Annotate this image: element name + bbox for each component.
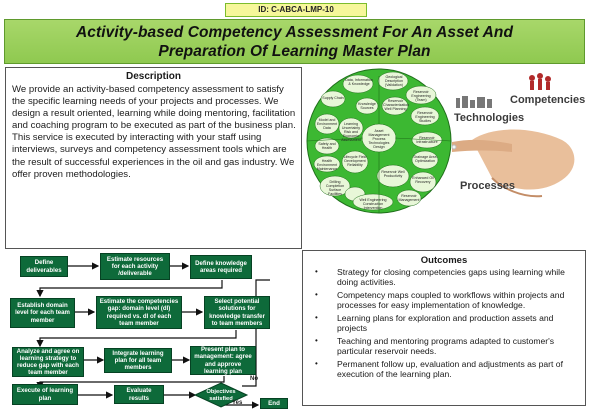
mind-map-node: Reservoir Infrastructure xyxy=(416,136,438,145)
bullet-icon: • xyxy=(315,267,318,276)
processes-keyword: Processes xyxy=(460,180,516,192)
outcomes-heading: Outcomes xyxy=(420,255,468,266)
mind-map-node: Asset Management Process Technologies De… xyxy=(368,129,390,150)
mind-map-node: Knowledge Sources xyxy=(358,102,376,111)
competencies-keyword: Competencies xyxy=(510,94,586,106)
outcome-item: • Permanent follow up, evaluation and adj… xyxy=(311,359,581,380)
outcome-item: • Teaching and mentoring programs adapted… xyxy=(311,336,581,357)
step-estimate-gaps: Estimate the competencies gap: domain le… xyxy=(96,296,182,329)
title-line-2: Preparation Of Learning Master Plan xyxy=(158,43,431,60)
step-present-plan: Present plan to management: agree and ap… xyxy=(190,346,256,375)
step-analyze-agree: Analyze and agree on learning strategy t… xyxy=(12,347,84,377)
step-evaluate-results: Evaluate results xyxy=(114,385,164,404)
outcome-item: • Competency maps coupled to workflows wi… xyxy=(311,290,581,311)
decision-yes-label: Yes xyxy=(232,400,243,406)
description-panel: Description We provide an activity-based… xyxy=(5,67,302,249)
mind-map-node: Geological Description (Validation) xyxy=(385,75,403,88)
description-heading: Description xyxy=(125,71,181,82)
mind-map-graphic xyxy=(306,68,452,214)
mind-map-node: Data, Information & Knowledge xyxy=(345,78,373,87)
mind-map-node: Reservoir Management xyxy=(398,194,420,203)
outcome-text: Competency maps coupled to workflows wit… xyxy=(337,290,565,311)
outcome-text: Strategy for closing competencies gaps u… xyxy=(337,267,565,288)
bullet-icon: • xyxy=(315,359,318,368)
mind-map-node: Supply Chain xyxy=(322,96,344,100)
decision-objectives-satisfied: Objectives satisfied xyxy=(206,389,236,402)
outcome-text: Teaching and mentoring programs adapted … xyxy=(337,336,555,357)
mind-map-node: Reservoir Engineering Studies xyxy=(415,111,435,124)
step-define-knowledge: Define knowledge areas required xyxy=(190,255,252,279)
mind-map-node: Learning Uncertainty Risk and Economic A… xyxy=(341,122,361,143)
outcome-text: Learning plans for exploration and produ… xyxy=(337,313,554,334)
mind-map-node: Lifecycle Field Development Reliability xyxy=(343,155,367,168)
document-id-badge: ID: C-ABCA-LMP-10 xyxy=(225,3,367,17)
technologies-keyword: Technologies xyxy=(454,112,525,124)
outcomes-panel: Outcomes • Strategy for closing competenc… xyxy=(302,250,586,406)
outcome-item: • Learning plans for exploration and prod… xyxy=(311,313,581,334)
step-estimate-resources: Estimate resources for each activity /de… xyxy=(100,253,170,280)
step-execute-plan: Execute of learning plan xyxy=(12,384,78,405)
mind-map-node: Model and Environment Data xyxy=(316,118,338,131)
bullet-icon: • xyxy=(315,290,318,299)
mind-map-node: Reservoir Engineering (Team) xyxy=(411,90,431,103)
step-select-solutions: Select potential solutions for knowledge… xyxy=(204,296,270,329)
step-establish-domain: Establish domain level for each team mem… xyxy=(10,298,75,328)
mind-map-node: Drainage Area Optimization xyxy=(413,155,437,164)
bullet-icon: • xyxy=(315,336,318,345)
mind-map-node: Reservoir Well Productivity xyxy=(381,170,405,179)
outcomes-list: • Strategy for closing competencies gaps … xyxy=(311,267,581,382)
competency-illustration: Competencies Technologies Processes xyxy=(451,68,586,248)
title-banner: Activity-based Competency Assessment For… xyxy=(4,19,585,64)
mind-map-node: Well Engineering Construction Interventi… xyxy=(359,198,387,211)
decision-no-label: No xyxy=(250,376,258,382)
mind-map-node: Enhanced Oil Recovery xyxy=(412,176,434,185)
flow-end: End xyxy=(260,398,288,409)
process-flowchart: Define deliverables Estimate resources f… xyxy=(0,250,300,410)
bullet-icon: • xyxy=(315,313,318,322)
title-line-1: Activity-based Competency Assessment For… xyxy=(75,24,514,41)
flowchart-arrows xyxy=(36,262,270,409)
step-integrate-plan: Integrate learning plan for all team mem… xyxy=(104,348,172,373)
mind-map-node: Health Environment Maintenance xyxy=(316,159,338,172)
mind-map-node: Safety and Health xyxy=(318,142,336,151)
step-define-deliverables: Define deliverables xyxy=(20,256,68,277)
mind-map-node: Drilling Completion Surface Facilities xyxy=(325,180,345,197)
mind-map-node: Reservoir Characterization Well Planning xyxy=(383,99,410,112)
competency-mind-map: Data, Information & Knowledge Geological… xyxy=(305,66,453,216)
description-text: We provide an activity-based competency … xyxy=(12,84,296,180)
outcome-item: • Strategy for closing competencies gaps … xyxy=(311,267,581,288)
hand-touch-illustration xyxy=(451,73,575,198)
outcome-text: Permanent follow up, evaluation and adju… xyxy=(337,359,563,380)
